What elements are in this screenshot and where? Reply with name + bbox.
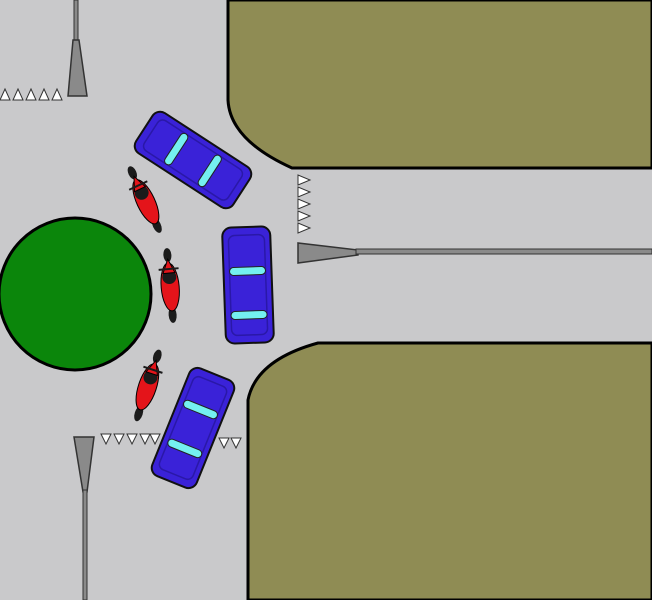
yield-markings-south xyxy=(100,433,161,446)
car-top xyxy=(133,110,253,210)
motorbike-bottom xyxy=(134,349,163,422)
car-middle xyxy=(221,225,275,345)
grass-north-east xyxy=(226,0,652,170)
grass-south-east xyxy=(246,341,652,600)
motorbike-middle xyxy=(158,248,180,323)
yield-markings-east xyxy=(297,174,312,234)
divider-south xyxy=(73,436,95,600)
car-bottom xyxy=(150,366,236,490)
divider-east xyxy=(297,242,652,264)
roundabout-island xyxy=(0,216,153,372)
yield-markings-south-east xyxy=(218,437,242,450)
motorbike-top xyxy=(127,166,162,233)
divider-north xyxy=(67,0,88,97)
yield-markings-north xyxy=(0,87,63,101)
